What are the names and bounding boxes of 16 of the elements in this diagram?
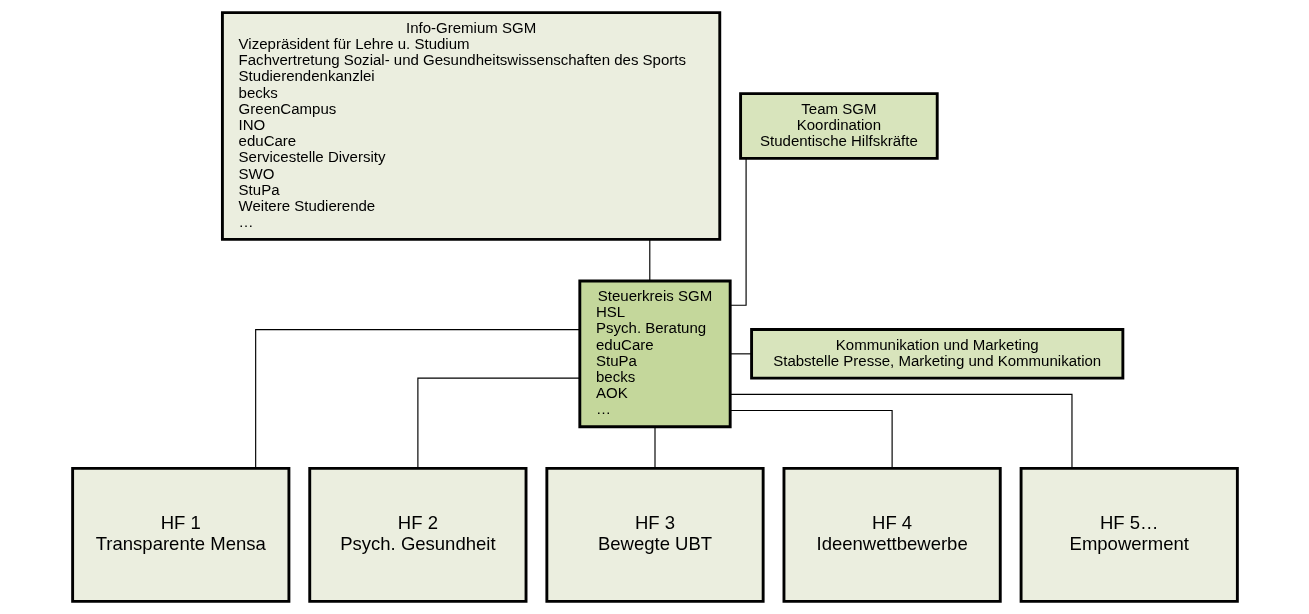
connector: [729, 409, 893, 469]
node-box: HF 5… Empowerment: [1019, 466, 1239, 603]
connector: [416, 377, 580, 469]
connector: [729, 353, 752, 355]
node-box: HF 3 Bewegte UBT: [544, 466, 765, 603]
connector: [648, 239, 650, 282]
connector: [254, 328, 580, 469]
node-box: Info-Gremium SGM Vizepräsident für Lehre u. Studium Fachvertretung Sozial- und Gesundheitswissenschaften des Sports Studierendenkanzlei becks GreenCampus INO eduCare Servicestelle Diversity SWO StuPa Weitere Studierende …: [220, 11, 721, 241]
connector: [729, 393, 1073, 469]
node-box: Team SGM Koordination Studentische Hilfskräfte: [738, 92, 939, 160]
node-box: HF 1 Transparente Mensa: [70, 466, 290, 603]
node-box: Steuerkreis SGM HSL Psych. Beratung eduCare StuPa becks AOK …: [577, 279, 732, 429]
connector: [653, 426, 656, 469]
node-box: HF 2 Psych. Gesundheit: [307, 466, 527, 603]
node-box: HF 4 Ideenwettbewerbe: [782, 466, 1002, 603]
node-box: Kommunikation und Marketing Stabstelle Presse, Marketing und Kommunikation: [749, 328, 1124, 380]
